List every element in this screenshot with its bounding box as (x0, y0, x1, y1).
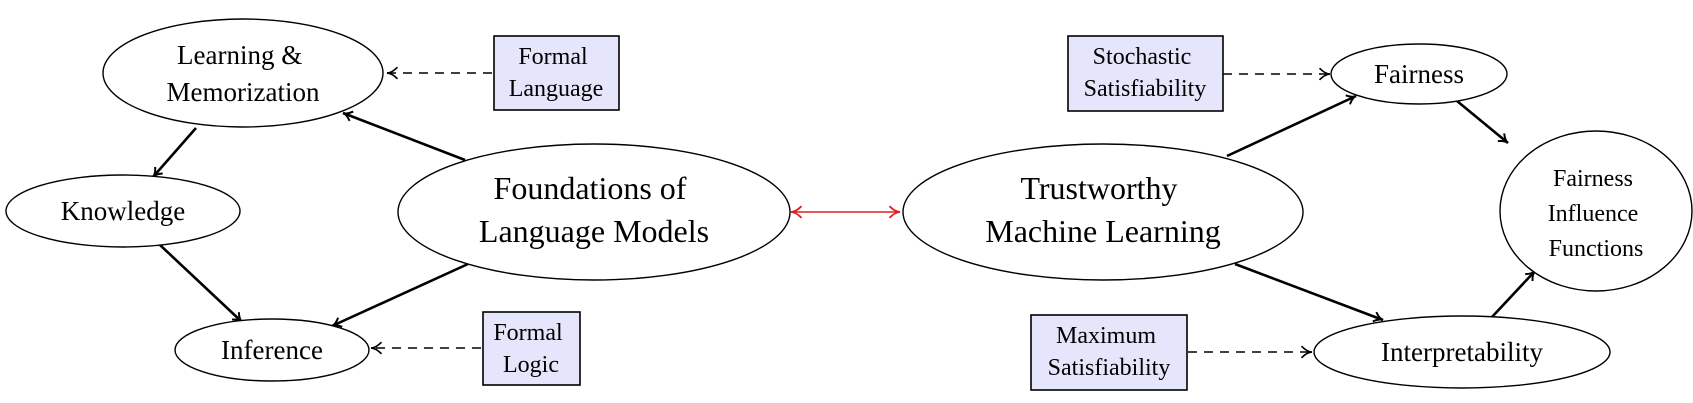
node-label: Inference (221, 335, 323, 365)
node-trustworthy-machine-learning: Trustworthy Machine Learning (902, 143, 1304, 281)
edge-interpretability-to-fif (1491, 270, 1536, 318)
node-label-line: Fairness (1553, 166, 1633, 192)
node-foundations-language-models: Foundations of Language Models (397, 143, 791, 281)
svg-text:Stochastic Satisfiabilit: Stochastic Satisfiability (1084, 44, 1207, 102)
svg-text:Foundations of Language: Foundations of Language Models (479, 170, 709, 249)
node-label-line: Foundations of (494, 170, 687, 206)
node-learning-memorization: Learning & Memorization (102, 18, 384, 128)
node-label-line: Stochastic (1093, 44, 1192, 70)
node-inference: Inference (174, 318, 370, 382)
node-label-line: Influence (1548, 201, 1639, 227)
node-interpretability: Interpretability (1313, 315, 1611, 389)
node-label-line: Memorization (167, 77, 320, 107)
edge-trustworthy-to-fairness (1226, 94, 1357, 158)
edge-foundations-to-inference (331, 262, 469, 328)
node-label-line: Functions (1549, 236, 1644, 262)
node-knowledge: Knowledge (5, 174, 241, 248)
edge-knowledge-to-inference (159, 244, 243, 323)
node-label-line: Learning & (177, 40, 302, 70)
node-label: Interpretability (1381, 337, 1543, 367)
node-label-line: Maximum (1056, 323, 1156, 349)
node-label-line: Language (509, 76, 604, 102)
node-fairness: Fairness (1330, 43, 1508, 105)
svg-text:Trustworthy Machine Lear: Trustworthy Machine Learning (985, 170, 1220, 249)
node-label: Knowledge (61, 196, 185, 226)
node-label-line: Language Models (479, 213, 709, 249)
edge-fairness-to-fif (1456, 99, 1509, 145)
node-label-line: Satisfiability (1048, 355, 1171, 381)
edge-foundations-to-learning (342, 110, 466, 162)
node-label-line: Logic (503, 352, 559, 378)
svg-text:Maximum Satisfiability: Maximum Satisfiability (1048, 323, 1171, 381)
edge-learning-to-knowledge (152, 127, 197, 178)
node-label-line: Formal (518, 44, 588, 70)
node-formal-language: Formal Language (493, 35, 620, 111)
node-fairness-influence-functions: Fairness Influence Functions (1499, 130, 1693, 292)
edge-trustworthy-to-interpretability (1234, 262, 1384, 323)
node-label: Fairness (1374, 59, 1464, 89)
svg-text:Learning & Memorization: Learning & Memorization (167, 40, 320, 107)
node-formal-logic: Formal Logic (482, 311, 581, 386)
node-label-line: Satisfiability (1084, 76, 1207, 102)
node-label-line: Trustworthy (1020, 170, 1177, 206)
svg-text:Formal Logic: Formal Logic (493, 320, 568, 378)
node-label-line: Formal (493, 320, 563, 346)
edges (152, 66, 1536, 359)
svg-text:Formal Language: Formal Language (509, 44, 604, 102)
node-maximum-satisfiability: Maximum Satisfiability (1030, 314, 1188, 391)
svg-text:Fairness Influence: Fairness Influence Functions (1548, 166, 1645, 262)
node-label-line: Machine Learning (985, 213, 1220, 249)
node-stochastic-satisfiability: Stochastic Satisfiability (1067, 35, 1224, 112)
